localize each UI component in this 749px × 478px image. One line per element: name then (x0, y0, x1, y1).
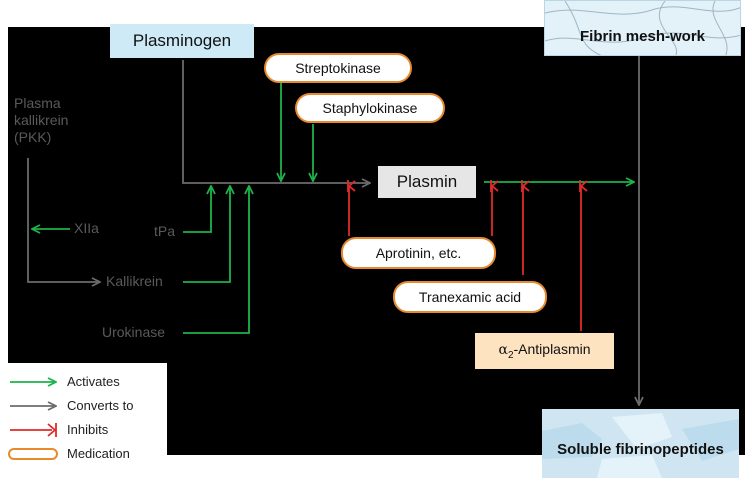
plasminogen-node: Plasminogen (110, 24, 254, 58)
aprotinin-label: Aprotinin, etc. (375, 245, 462, 261)
soluble-fibrinopeptides-node: Soluble fibrinopeptides (542, 409, 739, 478)
fibrin-meshwork-node: Fibrin mesh-work (544, 0, 741, 56)
tpa-arrow (183, 186, 211, 233)
staphylokinase-label: Staphylokinase (322, 100, 418, 116)
antiplasmin-alpha: α (498, 342, 508, 359)
antiplasmin-node: α2-Antiplasmin (475, 333, 614, 369)
soluble-label: Soluble fibrinopeptides (557, 441, 724, 458)
plasmin-node: Plasmin (378, 166, 476, 198)
kallikrein-node: Kallikrein (106, 273, 163, 289)
plasminogen-to-plasmin-arrow (182, 60, 370, 183)
legend-activates-label: Activates (67, 374, 120, 389)
tranexamic-label: Tranexamic acid (418, 289, 522, 305)
pkk-node: Plasma kallikrein (PKK) (14, 95, 68, 146)
legend-converts-label: Converts to (67, 398, 134, 413)
kallikrein-arrow (183, 186, 230, 283)
legend-inhibits-symbol (10, 423, 57, 437)
antiplasmin-subscript: 2 (507, 349, 514, 361)
staphylokinase-medication: Staphylokinase (295, 93, 445, 123)
fibrin-label: Fibrin mesh-work (579, 27, 706, 45)
antiplasmin-label: α2-Antiplasmin (498, 341, 590, 361)
legend-medication-symbol (8, 448, 58, 460)
pkk-to-kallikrein-arrow (27, 158, 100, 282)
antiplasmin-rest: -Antiplasmin (513, 341, 591, 358)
urokinase-arrow (183, 186, 249, 334)
legend-medication-label: Medication (67, 446, 130, 461)
plasmin-label: Plasmin (396, 172, 458, 191)
fragment-texture (542, 413, 739, 478)
tranexamic-medication: Tranexamic acid (393, 281, 547, 313)
urokinase-node: Urokinase (102, 324, 166, 340)
tpa-node: tPa (154, 223, 176, 239)
streptokinase-label: Streptokinase (295, 60, 381, 76)
pkk-line-1: Plasma (14, 95, 61, 111)
plasminogen-label: Plasminogen (132, 31, 232, 50)
streptokinase-medication: Streptokinase (264, 53, 412, 83)
pkk-line-3: (PKK) (14, 129, 52, 145)
aprotinin-medication: Aprotinin, etc. (341, 237, 496, 269)
mesh-texture (545, 1, 740, 55)
xiia-node: XIIa (74, 220, 99, 236)
pkk-line-2: kallikrein (14, 112, 69, 128)
legend-inhibits-label: Inhibits (67, 422, 109, 437)
